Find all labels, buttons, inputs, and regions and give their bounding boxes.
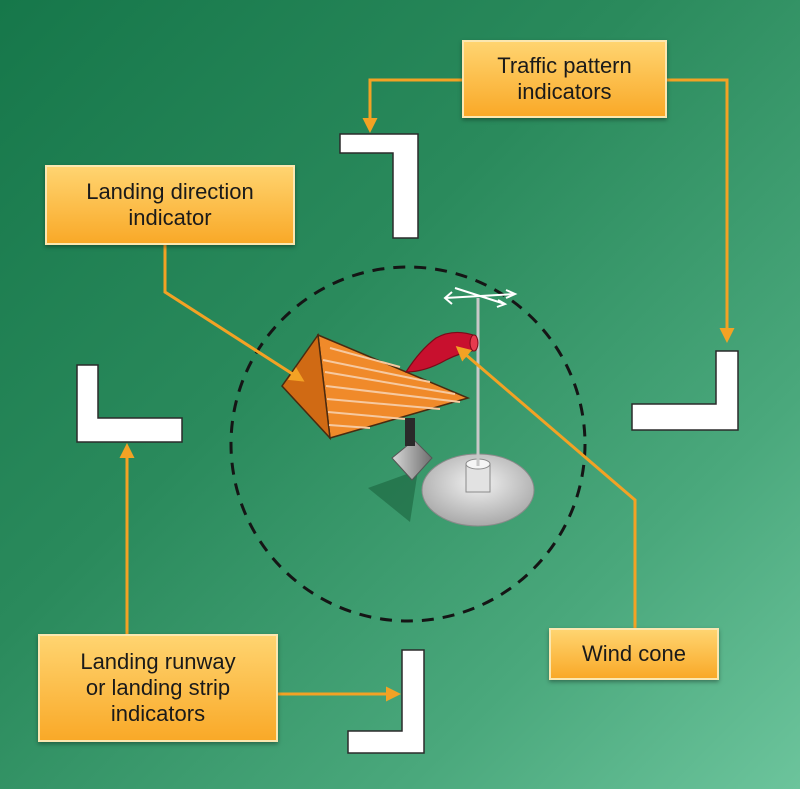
landing-direction-tetrahedron	[281, 332, 471, 441]
tetrahedron-post	[405, 418, 415, 446]
traffic-pattern-indicator-top	[339, 133, 419, 239]
landing-strip-indicator-left	[76, 364, 183, 443]
landing-runway-label-line1: Landing runway	[80, 649, 236, 674]
tetrahedron-shadow	[368, 470, 418, 522]
landing-direction-label-line1: Landing direction	[86, 179, 254, 204]
wind-cone-label-line1: Wind cone	[582, 641, 686, 666]
arrow-traffic-to-top-indicator	[362, 78, 462, 133]
traffic-pattern-label-line2: indicators	[517, 79, 612, 104]
traffic-pattern-label: Traffic pattern indicators	[462, 40, 667, 118]
arrow-traffic-to-right-indicator	[667, 78, 735, 343]
traffic-pattern-indicator-right	[631, 350, 739, 431]
segmented-circle	[229, 265, 587, 623]
landing-direction-label-line2: indicator	[128, 205, 212, 230]
landing-runway-label-line3: indicators	[110, 701, 206, 726]
landing-direction-label: Landing direction indicator	[45, 165, 295, 245]
wind-sock-icon	[404, 331, 477, 373]
traffic-pattern-label-line1: Traffic pattern	[497, 53, 632, 78]
wind-cone-label: Wind cone	[549, 628, 719, 680]
landing-strip-indicator-bottom	[347, 649, 425, 754]
wind-vane-arrows-icon	[443, 287, 518, 308]
landing-runway-label-line2: or landing strip	[85, 675, 231, 700]
arrow-landing-direction	[163, 245, 305, 382]
arrow-wind-cone	[455, 346, 637, 628]
landing-runway-label: Landing runway or landing strip indicato…	[38, 634, 278, 742]
